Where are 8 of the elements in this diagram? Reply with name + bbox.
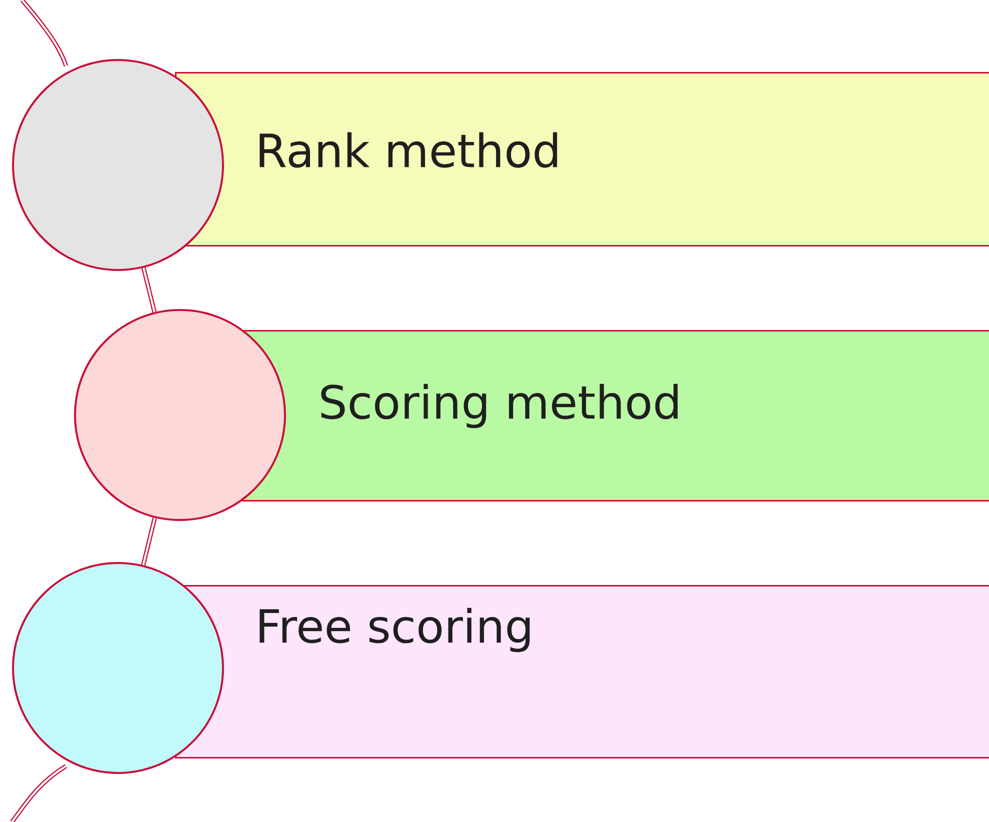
text-bar: Rank method (175, 72, 989, 246)
connector-line (141, 267, 157, 313)
circle (12, 562, 224, 774)
text-bar: Scoring method (240, 330, 989, 502)
circle (12, 59, 224, 271)
connector-line (141, 517, 157, 566)
text-bar: Free scoring (175, 584, 989, 758)
circle (74, 308, 286, 521)
